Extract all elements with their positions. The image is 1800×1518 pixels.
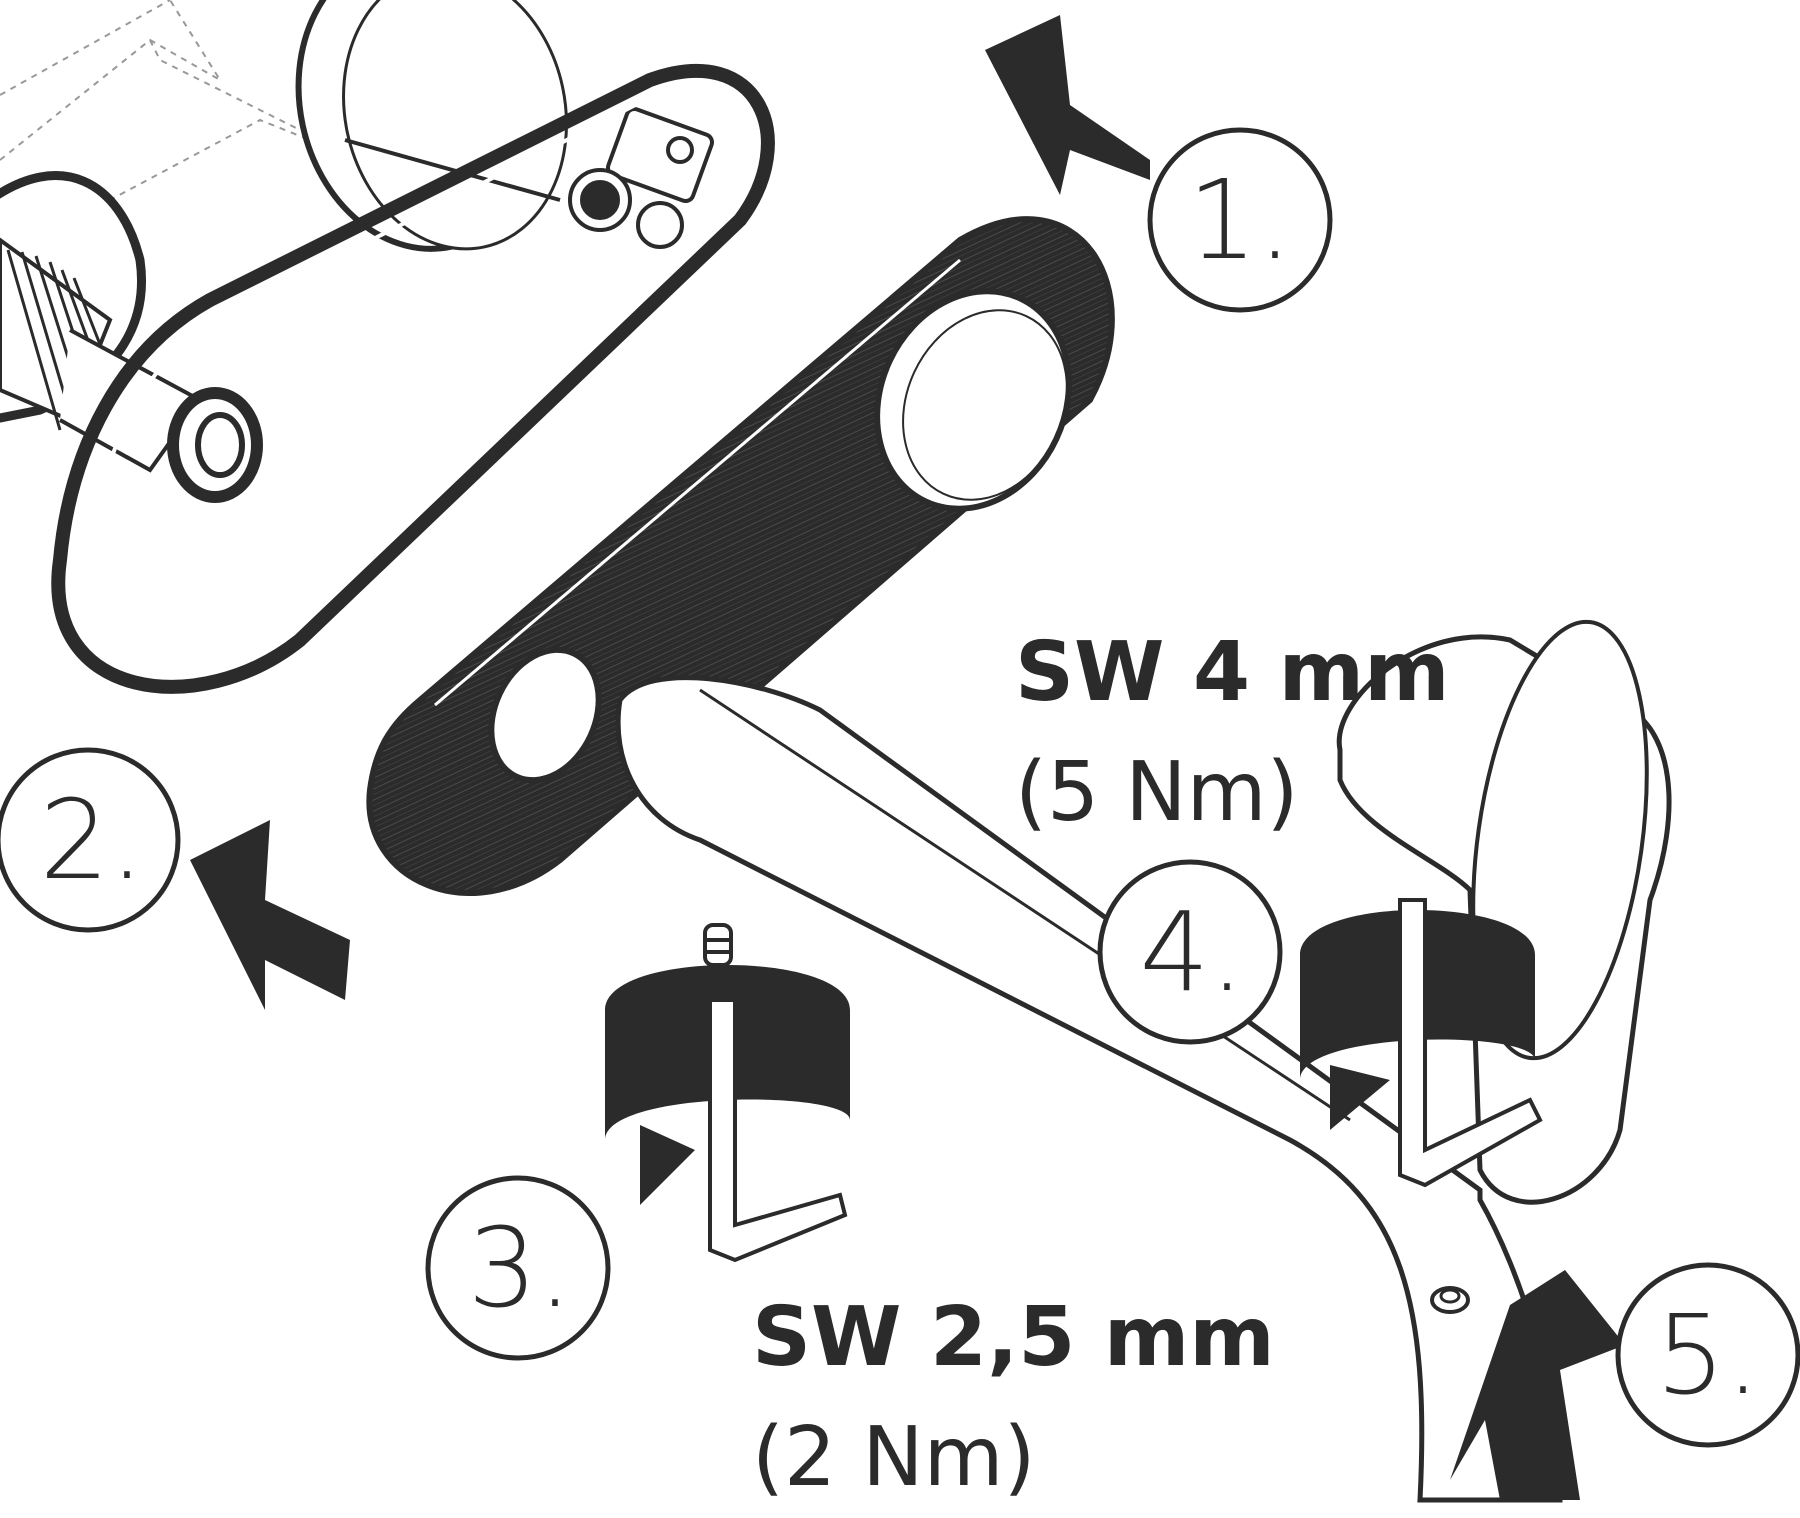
arrow-step-2 [190, 820, 350, 1010]
hex-key-small [605, 965, 850, 1263]
grub-screw [703, 923, 733, 967]
step-5-label: 5. [1656, 1291, 1761, 1419]
oval-gasket [51, 63, 775, 694]
step-4-badge: 4. [1097, 859, 1283, 1045]
step-2-label: 2. [40, 776, 145, 904]
step-1-badge: 1. [1147, 127, 1333, 313]
arrow-step-5 [1450, 1270, 1625, 1500]
seal-nipple [167, 387, 263, 503]
spec-large-key: SW 4 mm [1015, 625, 1450, 720]
spec-large-torque: (5 Nm) [1015, 745, 1298, 840]
cartridge [568, 106, 715, 249]
arrow-up-icon [1450, 1270, 1625, 1500]
arrow-step-1 [985, 15, 1150, 195]
rotate-clockwise-icon [640, 1125, 695, 1205]
step-1-label: 1. [1188, 156, 1293, 284]
step-5-badge: 5. [1615, 1262, 1800, 1448]
spout [615, 675, 1563, 1503]
rear-flange [295, 0, 568, 252]
step-3-badge: 3. [425, 1175, 611, 1361]
cover-plate [366, 216, 1115, 896]
step-3-label: 3. [468, 1204, 573, 1332]
step-4-label: 4. [1140, 888, 1245, 1016]
spec-small-key: SW 2,5 mm [752, 1290, 1275, 1385]
spec-small-torque: (2 Nm) [752, 1410, 1035, 1505]
hex-key-large [1300, 898, 1543, 1188]
arrow-up-left-icon [985, 15, 1150, 195]
step-2-badge: 2. [0, 747, 181, 933]
